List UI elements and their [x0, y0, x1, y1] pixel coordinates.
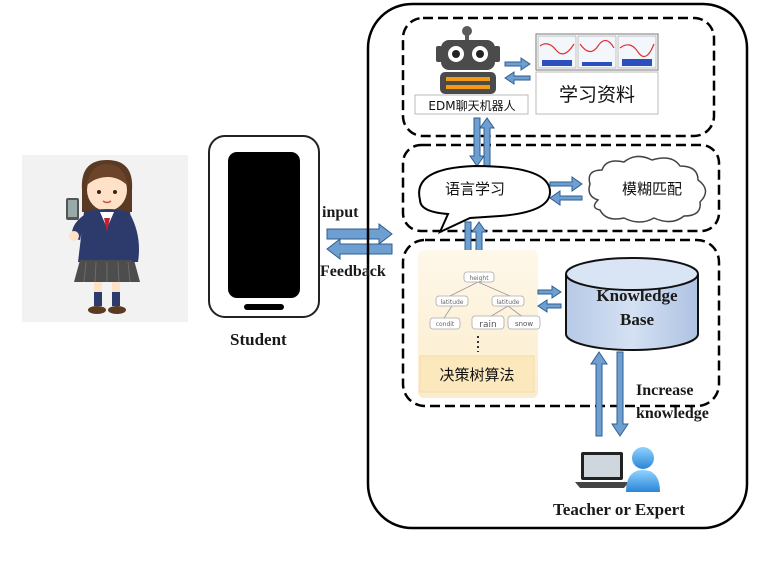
increase-label-line2: knowledge: [636, 405, 709, 422]
tree-node-1: height: [469, 275, 489, 282]
chart-thumbnail-icon: [535, 33, 659, 71]
tree-node-6: snow: [515, 320, 533, 328]
user-icon: [626, 447, 660, 492]
robot-to-material-arrow: [504, 57, 531, 71]
system-container: [366, 2, 749, 530]
teacher-label: Teacher or Expert: [553, 500, 685, 519]
language-section: [401, 143, 721, 233]
material-label: 学习资料: [558, 84, 635, 106]
robot-icon: [436, 26, 500, 94]
tree-node-3: latitude: [496, 299, 519, 306]
knowledge-base-cylinder: [565, 257, 699, 351]
smartphone-icon: [208, 135, 320, 318]
algorithm-section: [401, 238, 721, 408]
up-arrow-1: [479, 117, 495, 167]
input-label: input: [322, 204, 359, 221]
tree-label: 决策树算法: [439, 366, 515, 384]
tree-node-4: condit: [436, 321, 455, 328]
lang-to-fuzzy-arrow: [549, 176, 583, 192]
bot-label: EDM聊天机器人: [428, 99, 516, 113]
kb-title-line1: Knowledge: [596, 286, 678, 305]
teacher-to-kb-arrow: [590, 351, 608, 437]
feedback-arrow: [326, 237, 393, 261]
down-arrow-1: [469, 117, 485, 167]
tree-node-2: latitude: [440, 299, 463, 306]
feedback-label: Feedback: [320, 263, 386, 280]
material-to-robot-arrow: [504, 71, 531, 85]
fuzzy-to-lang-arrow: [549, 190, 583, 206]
input-arrow: [326, 222, 393, 246]
student-girl-icon: [22, 155, 188, 322]
language-label: 语言学习: [444, 180, 505, 198]
kb-to-tree-arrow: [537, 299, 562, 313]
tree-node-5: rain: [479, 320, 496, 330]
fuzzy-cloud: [588, 155, 707, 223]
laptop-icon: [575, 452, 629, 488]
decision-tree-panel: height latitude latitude condit rain sno…: [418, 250, 541, 398]
fuzzy-label: 模糊匹配: [621, 180, 682, 198]
increase-label-line1: Increase: [636, 382, 694, 399]
material-box: [535, 71, 659, 115]
language-bubble: [418, 164, 552, 235]
chatbot-section: [401, 16, 716, 138]
student-label: Student: [230, 330, 287, 349]
kb-title-line2: Base: [620, 310, 654, 329]
kb-to-teacher-arrow: [611, 351, 629, 437]
tree-to-kb-arrow: [537, 285, 562, 299]
